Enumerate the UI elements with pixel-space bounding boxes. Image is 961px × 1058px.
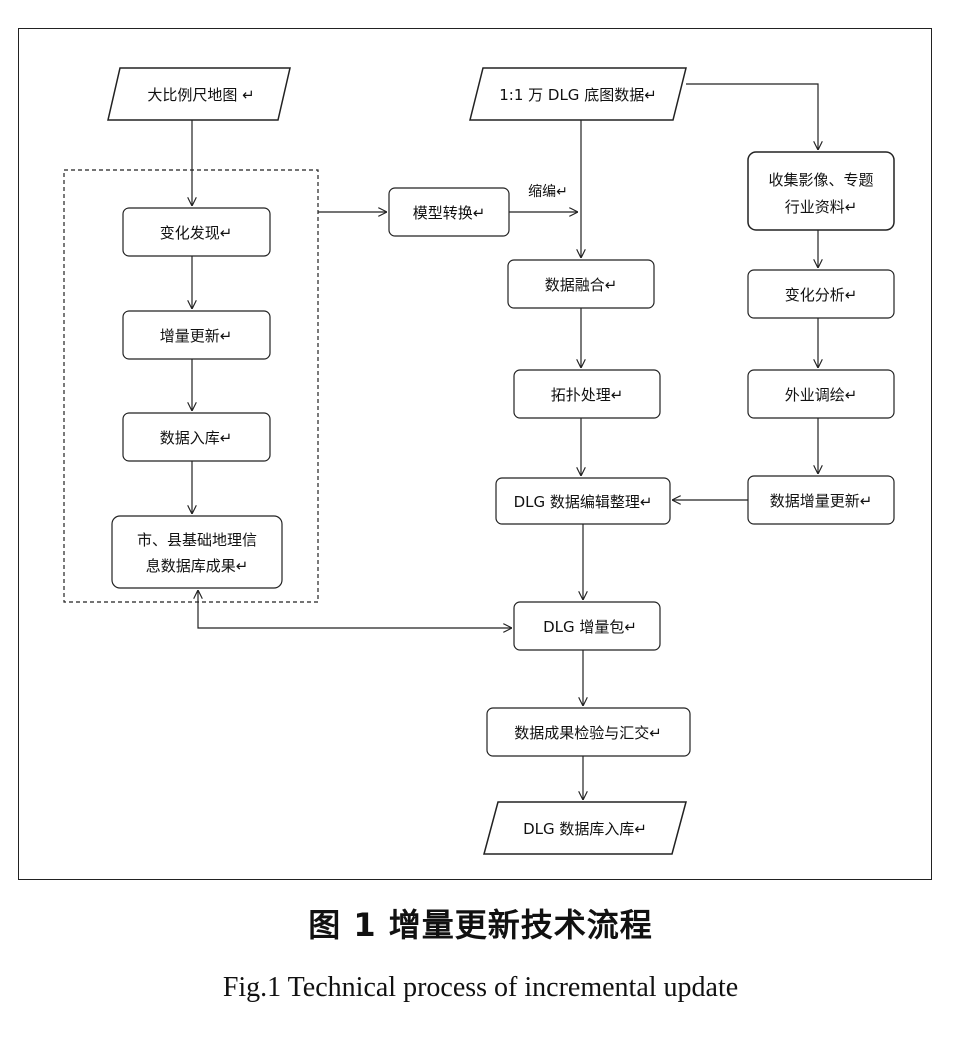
caption-english: Fig.1 Technical process of incremental u… [222,972,739,1003]
local-database-group [63,169,319,603]
incremental-update-label: 增量更新↵ [160,327,233,345]
caption-chinese: 图 1 增量更新技术流程 [308,906,653,944]
change-analysis-node [747,269,895,319]
edge-dlg-base-to-collect-materials [686,83,818,150]
topology-label: 拓扑处理↵ [551,386,624,404]
data-storage-label: 数据入库↵ [160,429,233,447]
edge-city-county-db-to-dlg-package [198,590,512,628]
generalization-label: 缩编↵ [528,184,568,200]
dlg-base-data-node [469,67,687,121]
incremental-update-node [122,310,271,360]
collect-materials-node [747,151,895,231]
data-increment-update-label: 数据增量更新↵ [770,492,873,510]
change-detection-label: 变化发现↵ [160,224,233,242]
inspection-node [486,707,691,757]
collect-materials-label-line2: 行业资料↵ [785,198,858,216]
city-county-db-label-line1: 市、县基础地理信 [137,531,257,549]
inspection-label: 数据成果检验与汇交↵ [514,724,662,742]
change-analysis-label: 变化分析↵ [785,286,858,304]
city-county-db-label-line2: 息数据库成果↵ [146,557,249,575]
data-storage-node [122,412,271,462]
topology-node [513,369,661,419]
model-conversion-label: 模型转换↵ [413,204,486,222]
dlg-db-storage-node [483,801,687,855]
data-fusion-label: 数据融合↵ [545,276,618,294]
collect-materials-label-line1: 收集影像、专题 [768,171,873,189]
flowchart: 大比例尺地图 ↵ 变化发现↵ 增量更新↵ 数据入库↵ 市、县基础地理信 息数据库… [63,67,895,855]
dlg-base-data-label: 1:1 万 DLG 底图数据↵ [499,86,657,104]
dlg-editing-label: DLG 数据编辑整理↵ [514,493,653,511]
field-survey-node [747,369,895,419]
city-county-db-node [111,515,283,589]
large-scale-map-label: 大比例尺地图 ↵ [147,86,254,104]
dlg-package-node [513,601,661,651]
diagram-frame [18,28,932,880]
field-survey-label: 外业调绘↵ [785,386,858,404]
large-scale-map-node [107,67,291,121]
dlg-package-label: DLG 增量包↵ [543,618,637,636]
dlg-db-storage-label: DLG 数据库入库↵ [523,820,647,838]
change-detection-node [122,207,271,257]
